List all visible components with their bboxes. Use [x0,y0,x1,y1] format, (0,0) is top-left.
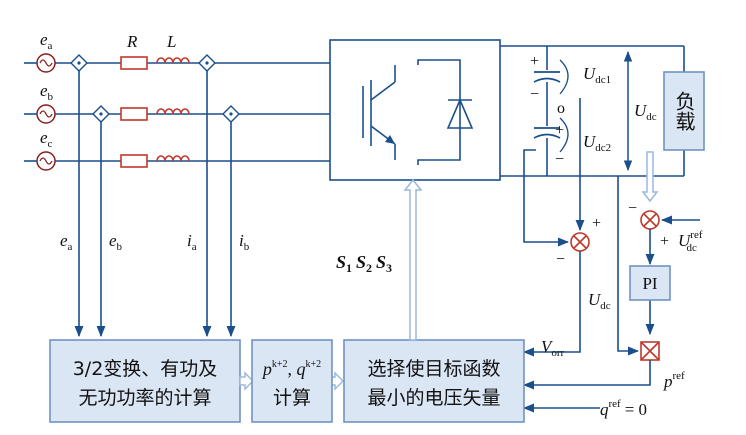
converter-box [329,39,501,181]
cap-lower-minus: − [555,151,564,168]
udc-fb-label: Udc [588,290,611,312]
meas-ib-label: ib [239,231,250,253]
inductor-label: L [166,32,176,51]
load-label: 负载 [672,91,696,131]
pi-label: PI [642,274,657,293]
source-b-label: eb [40,81,54,103]
udc1-label: Udc1 [583,64,611,86]
transform-block [49,339,241,423]
transform-line2: 无功功率的计算 [78,387,211,409]
udc-label: Udc [634,101,657,123]
sensor-dots [77,61,233,116]
vorr-line [522,336,581,357]
hollow-arrow-1 [239,371,254,391]
pref-label: pref [663,370,685,391]
cap-upper-plus: + [530,53,539,70]
diff-minus: − [556,251,565,268]
transform-line1: 3/2变换、有功及 [73,358,218,380]
load-box [663,71,705,151]
udc-sum-plus: + [660,233,669,250]
diode-icon [417,59,474,165]
source-b-icon [36,104,56,124]
select-line1: 选择使目标函数 [367,358,500,380]
select-block [343,339,525,423]
resistors [120,56,148,168]
pi-block [629,265,671,301]
resistor-label: R [126,32,138,51]
source-c-label: ec [40,128,53,150]
udc-feedback-hollow-arrow [641,151,659,203]
qref-label: qref= 0 [600,398,647,419]
difference-sum-icon [570,232,590,252]
pq-line2: 计算 [273,387,311,409]
multiplier-lines [522,176,651,413]
udc-sum-minus: − [628,200,637,217]
pq-block [251,339,333,423]
udc2-label: Udc2 [583,132,611,154]
igbt-emitter-arrow [385,135,395,144]
vorr-label: Vorr [541,337,565,359]
cap-lower-plus: + [555,122,564,139]
udc-sum-icon [640,210,660,230]
source-a-icon [36,53,56,73]
midpoint-label: o [557,100,565,117]
inductors [156,57,190,162]
meas-ia-label: ia [187,231,197,253]
udc-ref-line [645,215,700,336]
select-line2: 最小的电压矢量 [367,387,500,409]
capacitor-lower-icon [533,127,561,139]
cap-upper-minus: − [530,86,539,103]
pq-line1: pk+2, qk+2 [261,359,321,379]
source-a-label: ea [40,30,53,52]
meas-eb-label: eb [109,231,123,253]
measurement-lines [74,71,236,338]
voltage-arcs [559,59,569,153]
difference-lines [523,98,585,336]
diff-plus: + [592,215,601,232]
source-c-icon [36,151,56,171]
meas-ea-label: ea [60,231,73,253]
phase-lines [24,62,330,162]
sensor-icons [70,54,240,123]
switch-signal-hollow-arrow [403,178,423,341]
multiplier-icon [640,341,660,361]
capacitor-upper-icon [533,71,561,83]
